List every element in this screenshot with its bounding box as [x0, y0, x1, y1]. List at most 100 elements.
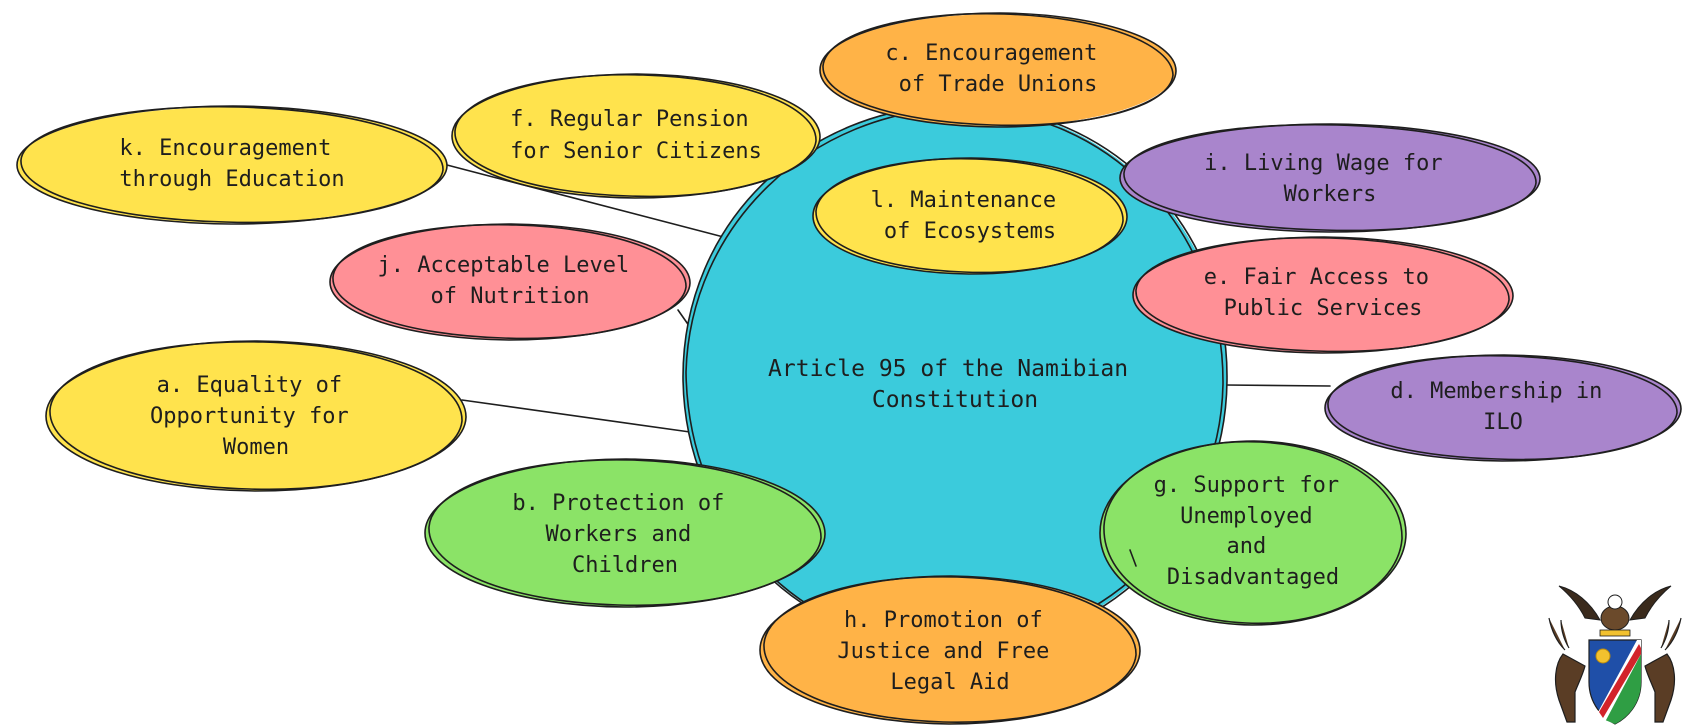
node-g-outline-2: [1103, 440, 1403, 625]
node-e-label: e. Fair Access to Public Services: [1204, 265, 1442, 321]
right-oryx-icon: [1644, 617, 1682, 723]
center-node-label-line-2: Constitution: [872, 387, 1038, 413]
node-g-label: g. Support for Unemployed and Disadvanta…: [1154, 473, 1353, 590]
node-c-outline: [819, 12, 1177, 128]
node-d-outline-2: [1327, 354, 1678, 461]
connector-k: [446, 164, 736, 241]
node-l-outline-2: [815, 157, 1124, 274]
node-a-line-2: Opportunity for: [150, 404, 349, 429]
node-k-line-2: through Education: [119, 167, 344, 192]
node-f-line-1: f. Regular Pension: [510, 107, 748, 132]
node-j-fill: [330, 224, 690, 340]
node-f-label: f. Regular Pension for Senior Citizens: [510, 107, 762, 164]
node-h-outline-2: [763, 576, 1137, 723]
node-l-line-1: l. Maintenance: [871, 188, 1056, 213]
node-h: h. Promotion of Justice and Free Legal A…: [759, 575, 1141, 725]
eagle-head-icon: [1607, 594, 1623, 610]
node-d: d. Membership in ILO: [1324, 354, 1682, 462]
node-e-outline: [1132, 236, 1514, 354]
node-g-line-3: and: [1227, 534, 1267, 559]
node-i-outline-2: [1123, 123, 1537, 232]
node-f-fill: [452, 74, 820, 198]
node-k-outline-2: [20, 105, 444, 224]
node-d-line-2: ILO: [1483, 410, 1523, 435]
node-a: a. Equality of Opportunity for Women: [45, 340, 467, 492]
node-a-outline: [45, 340, 467, 492]
node-a-line-3: Women: [223, 435, 289, 460]
node-f-outline-2: [454, 73, 817, 198]
node-j-line-2: of Nutrition: [431, 284, 590, 309]
center-node-label-line-1: Article 95 of the Namibian: [768, 356, 1128, 382]
connector-d: [1224, 384, 1331, 387]
left-oryx-icon: [1548, 617, 1586, 723]
node-b-line-1: b. Protection of: [512, 491, 724, 516]
node-e-line-2: Public Services: [1224, 296, 1423, 321]
node-e-outline-2: [1135, 236, 1510, 353]
node-a-outline-2: [49, 341, 463, 491]
node-k: k. Encouragement through Education: [16, 105, 448, 225]
node-i: i. Living Wage for Workers: [1119, 123, 1541, 233]
node-e-line-1: e. Fair Access to: [1204, 265, 1429, 290]
node-d-line-1: d. Membership in: [1390, 379, 1602, 404]
node-j: j. Acceptable Level of Nutrition: [329, 223, 691, 341]
node-k-fill: [17, 107, 447, 223]
shield-red-stripe-icon: [1599, 644, 1641, 718]
namibia-coat-of-arms-icon: [1548, 585, 1682, 725]
node-j-outline-2: [332, 223, 687, 340]
node-f-outline: [451, 73, 821, 199]
node-g-line-4: Disadvantaged: [1167, 565, 1339, 590]
node-c-fill: [820, 14, 1176, 126]
node-b: b. Protection of Workers and Children: [424, 458, 826, 608]
node-h-label: h. Promotion of Justice and Free Legal A…: [837, 608, 1062, 695]
node-i-label: i. Living Wage for Workers: [1204, 151, 1456, 207]
node-g-line-2: Unemployed: [1180, 504, 1312, 529]
node-b-line-3: Children: [572, 553, 678, 578]
node-g: g. Support for Unemployed and Disadvanta…: [1099, 440, 1407, 626]
node-d-outline: [1324, 354, 1682, 462]
node-i-fill: [1120, 124, 1540, 232]
node-c-label: c. Encouragement of Trade Unions: [885, 41, 1110, 97]
node-g-line-1: g. Support for: [1154, 473, 1339, 498]
node-c-line-1: c. Encouragement: [885, 41, 1097, 66]
node-b-line-2: Workers and: [546, 522, 692, 547]
node-d-label: d. Membership in ILO: [1390, 379, 1615, 435]
connector-a: [461, 399, 691, 433]
node-k-line-1: k. Encouragement: [119, 136, 331, 161]
eagle-body-icon: [1600, 605, 1630, 631]
node-b-outline-2: [428, 459, 822, 607]
pen-mark-g: [1129, 549, 1137, 567]
node-l-fill: [813, 158, 1127, 274]
node-d-fill: [1325, 355, 1681, 461]
node-e-fill: [1133, 237, 1513, 353]
eagle-wings-icon: [1558, 585, 1672, 621]
node-j-outline: [329, 223, 691, 341]
node-k-outline: [16, 105, 448, 225]
node-j-line-1: j. Acceptable Level: [378, 253, 630, 278]
node-h-line-3: Legal Aid: [890, 670, 1009, 695]
node-a-fill: [46, 341, 466, 491]
node-h-fill: [760, 576, 1140, 724]
node-a-label: a. Equality of Opportunity for Women: [150, 373, 362, 460]
node-c-outline-2: [822, 12, 1174, 127]
node-j-label: j. Acceptable Level of Nutrition: [378, 253, 643, 309]
node-b-fill: [425, 459, 825, 607]
center-node-label: Article 95 of the Namibian Constitution: [768, 356, 1142, 413]
node-a-line-1: a. Equality of: [157, 373, 342, 398]
node-l-outline: [812, 157, 1128, 275]
crown-band-icon: [1599, 629, 1631, 637]
node-h-line-2: Justice and Free: [837, 639, 1049, 664]
sun-icon: [1595, 648, 1611, 664]
node-g-fill: [1100, 441, 1406, 625]
node-c: c. Encouragement of Trade Unions: [819, 12, 1177, 128]
node-i-line-1: i. Living Wage for: [1204, 151, 1442, 176]
node-i-outline: [1119, 123, 1541, 233]
node-c-line-2: of Trade Unions: [899, 72, 1098, 97]
node-i-line-2: Workers: [1284, 182, 1377, 207]
node-h-line-1: h. Promotion of: [844, 608, 1043, 633]
node-b-outline: [424, 458, 826, 608]
node-l-line-2: of Ecosystems: [884, 219, 1056, 244]
node-b-label: b. Protection of Workers and Children: [512, 491, 737, 578]
node-k-label: k. Encouragement through Education: [119, 136, 344, 192]
node-f: f. Regular Pension for Senior Citizens: [451, 73, 821, 199]
